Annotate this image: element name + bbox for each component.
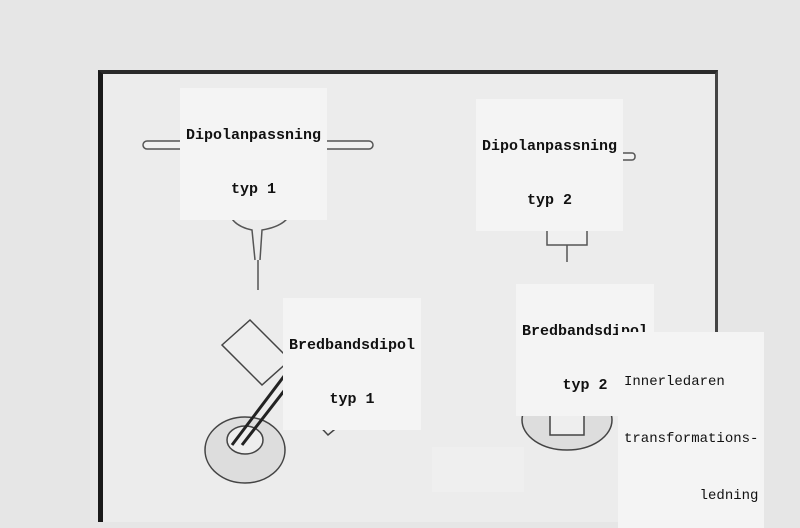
label-title: Bredbandsdipol <box>289 337 416 354</box>
note-line: transformations- <box>624 431 759 447</box>
label-inner-conductor-note: Innerledaren transformations- ledning <box>618 332 765 528</box>
label-dipole-match-type-1: Dipolanpassning typ 1 <box>180 88 328 220</box>
label-subtitle: typ 1 <box>231 181 277 198</box>
label-title: Bredbandsdipol <box>522 323 649 340</box>
note-line: ledning <box>699 488 759 504</box>
label-subtitle: typ 1 <box>329 391 375 408</box>
label-title: Dipolanpassning <box>482 138 618 155</box>
label-title: Dipolanpassning <box>186 127 322 144</box>
label-subtitle: typ 2 <box>562 377 608 394</box>
note-line: Innerledaren <box>624 374 725 390</box>
label-subtitle: typ 2 <box>527 192 573 209</box>
label-dipole-match-type-2: Dipolanpassning typ 2 <box>476 99 624 231</box>
blank-patch <box>432 447 524 492</box>
label-broadband-dipole-type-1: Bredbandsdipol typ 1 <box>283 298 422 430</box>
